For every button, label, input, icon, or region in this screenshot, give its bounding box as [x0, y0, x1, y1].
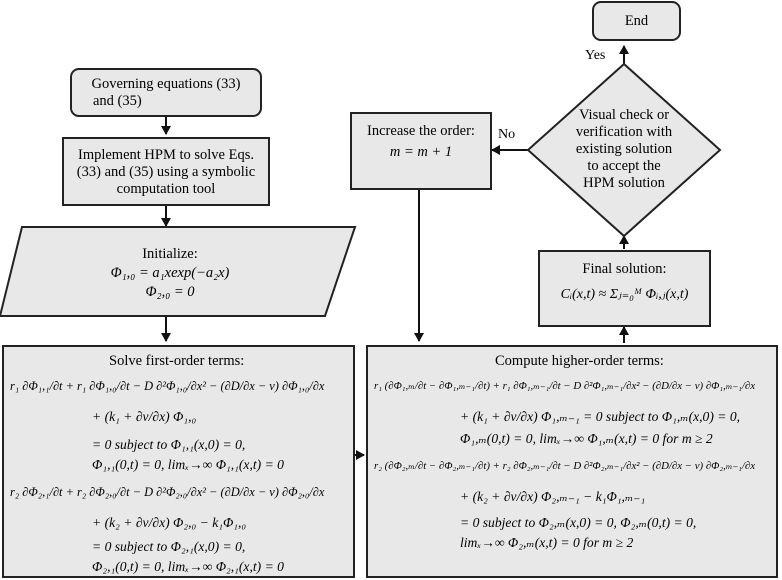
first-eq-line-1: r₁ ∂Φ₁,₁/∂t + r₁ ∂Φ₁,₀/∂t − D ∂²Φ₁,₀/∂x²… — [10, 379, 325, 393]
initialize-eq-1: Φ₁,₀ = a₁xexp(−a₂x) — [110, 265, 230, 281]
first-eq-line-6: + (k₂ + ∂v/∂x) Φ₂,₀ − k₁Φ₁,₀ — [92, 515, 247, 530]
increase-eq: m = m + 1 — [389, 144, 453, 160]
implement-line-3: computation tool — [116, 181, 216, 197]
implement-line-1: Implement HPM to solve Eqs. — [77, 147, 254, 163]
decision-node: Visual check or verification with existi… — [560, 107, 688, 192]
first-eq-line-3: = 0 subject to Φ₁,₁(x,0) = 0, — [92, 437, 246, 452]
higher-eq-line-5: + (k₂ + ∂v/∂x) Φ₂,ₘ₋₁ − k₁Φ₁,ₘ₋₁ — [460, 489, 646, 504]
decision-line-3: existing solution — [575, 141, 673, 157]
decision-line-2: verification with — [575, 124, 673, 140]
decision-node-shape — [526, 62, 722, 238]
higher-eq-line-1: r₁ (∂Φ₁,ₘ/∂t − ∂Φ₁,ₘ₋₁/∂t) + r₁ ∂Φ₁,ₘ₋₁/… — [374, 380, 756, 392]
increase-title: Increase the order: — [367, 123, 475, 139]
first-order-node: Solve first-order terms: r₁ ∂Φ₁,₁/∂t + r… — [2, 345, 355, 578]
decision-line-4: to accept the — [587, 158, 661, 174]
final-solution-node: Final solution: Cᵢ(x,t) ≈ Σⱼ₌₀ᴹ Φᵢ,ⱼ(x,t… — [538, 250, 711, 327]
first-eq-line-5: r₂ ∂Φ₂,₁/∂t + r₂ ∂Φ₂,₀/∂t − D ∂²Φ₂,₀/∂x²… — [10, 485, 325, 499]
initialize-title: Initialize: — [142, 246, 198, 262]
higher-eq-line-3: Φ₁,ₘ(0,t) = 0, limₓ→∞ Φ₁,ₘ(x,t) = 0 for … — [460, 431, 713, 446]
decision-line-1: Visual check or — [578, 107, 670, 123]
final-eq: Cᵢ(x,t) ≈ Σⱼ₌₀ᴹ Φᵢ,ⱼ(x,t) — [560, 287, 689, 302]
initialize-node: Initialize: Φ₁,₀ = a₁xexp(−a₂x) Φ₂,₀ = 0 — [60, 246, 280, 301]
first-title: Solve first-order terms: — [109, 353, 245, 369]
higher-eq-line-6: = 0 subject to Φ₂,ₘ(x,0) = 0, Φ₂,ₘ(0,t) … — [460, 515, 697, 530]
yes-label: Yes — [585, 48, 606, 63]
higher-title: Compute higher-order terms: — [495, 353, 664, 369]
final-title: Final solution: — [582, 261, 667, 277]
first-eq-line-7: = 0 subject to Φ₂,₁(x,0) = 0, — [92, 539, 246, 554]
initialize-eq-2: Φ₂,₀ = 0 — [145, 284, 195, 300]
end-node: End — [592, 1, 681, 41]
first-eq-line-4: Φ₁,₁(0,t) = 0, limₓ→∞ Φ₁,₁(x,t) = 0 — [92, 457, 284, 472]
no-label: No — [498, 127, 516, 142]
first-eq-line-8: Φ₂,₁(0,t) = 0, limₓ→∞ Φ₂,₁(x,t) = 0 — [92, 559, 284, 574]
higher-eq-line-2: + (k₁ + ∂v/∂x) Φ₁,ₘ₋₁ = 0 subject to Φ₁,… — [460, 409, 741, 424]
first-eq-line-2: + (k₁ + ∂v/∂x) Φ₁,₀ — [92, 409, 197, 424]
governing-line-1: Governing equations (33) — [91, 76, 241, 92]
implement-line-2: (33) and (35) using a symbolic — [76, 164, 256, 180]
end-label: End — [624, 13, 649, 29]
increase-order-node: Increase the order: m = m + 1 — [350, 112, 492, 190]
higher-order-node: Compute higher-order terms: r₁ (∂Φ₁,ₘ/∂t… — [366, 345, 778, 578]
governing-line-2: and (35) — [93, 93, 142, 109]
initialize-node-shape — [0, 226, 357, 317]
implement-hpm-node: Implement HPM to solve Eqs. (33) and (35… — [62, 137, 270, 206]
higher-eq-line-7: limₓ→∞ Φ₂,ₘ(x,t) = 0 for m ≥ 2 — [460, 535, 634, 550]
higher-eq-line-4: r₂ (∂Φ₂,ₘ/∂t − ∂Φ₂,ₘ₋₁/∂t) + r₂ ∂Φ₂,ₘ₋₁/… — [374, 460, 756, 472]
decision-line-5: HPM solution — [583, 175, 665, 191]
governing-equations-node: Governing equations (33) and (35) — [70, 68, 262, 117]
